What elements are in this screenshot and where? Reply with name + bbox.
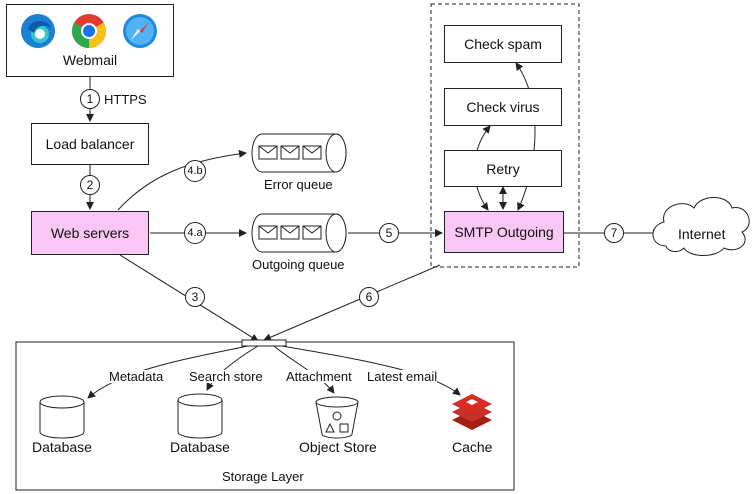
webmail-label: Webmail [62,52,118,68]
database-1-shape [39,395,85,439]
check-virus-box: Check virus [444,88,562,126]
edge-webservers-errorqueue [117,149,247,211]
retry-label: Retry [486,160,520,177]
edge-smtp-storage [263,264,441,341]
database-2-label: Database [170,439,230,455]
edge-hub-searchstore [206,345,259,391]
object-store-label: Object Store [299,439,377,455]
edge-label-search-store: Search store [189,369,263,384]
database-1-label: Database [32,439,92,455]
edge-hub-database [87,345,249,399]
object-store-shape [315,396,359,439]
load-balancer-label: Load balancer [45,136,135,152]
storage-layer-title: Storage Layer [222,469,304,484]
safari-icon [123,14,157,48]
web-servers-label: Web servers [50,225,130,241]
edge-hub-objectstore [273,345,335,394]
retry-box: Retry [444,150,562,187]
smtp-group-border [430,3,580,268]
smtp-outgoing-label: SMTP Outgoing [454,224,554,240]
internet-label: Internet [678,226,726,242]
chrome-icon [72,14,106,48]
error-queue-label: Error queue [264,177,333,192]
step-4b-badge: 4.b [184,160,206,182]
database-2-shape [177,393,223,439]
error-queue-envelopes [258,145,322,160]
edge-label-latest-email: Latest email [367,369,438,384]
https-label: HTTPS [104,92,147,107]
step-2-badge: 2 [80,175,100,195]
step-4a-badge: 4.a [184,222,206,244]
step-6-badge: 6 [359,287,379,307]
edge-label-metadata: Metadata [109,369,164,384]
check-spam-label: Check spam [464,36,542,52]
outgoing-queue-label: Outgoing queue [252,257,345,272]
web-servers-box: Web servers [31,211,149,255]
outgoing-queue-envelopes [258,225,322,240]
cache-logo-shape [452,394,492,430]
storage-layer-border [15,341,515,491]
internet-cloud-shape [652,197,750,256]
check-spam-box: Check spam [444,25,562,63]
smtp-outgoing-box: SMTP Outgoing [444,211,564,253]
edge-icon [21,14,55,48]
step-5-badge: 5 [379,223,399,243]
step-1-badge: 1 [80,89,100,109]
step-3-badge: 3 [185,287,205,307]
edge-label-attachment: Attachment [286,369,352,384]
load-balancer-box: Load balancer [31,123,149,165]
step-7-badge: 7 [604,223,624,243]
edge-hub-cache [281,345,461,396]
edge-smtp-checkspam [515,62,536,211]
check-virus-label: Check virus [466,99,540,115]
storage-hub [241,339,287,347]
cache-label: Cache [452,439,493,455]
